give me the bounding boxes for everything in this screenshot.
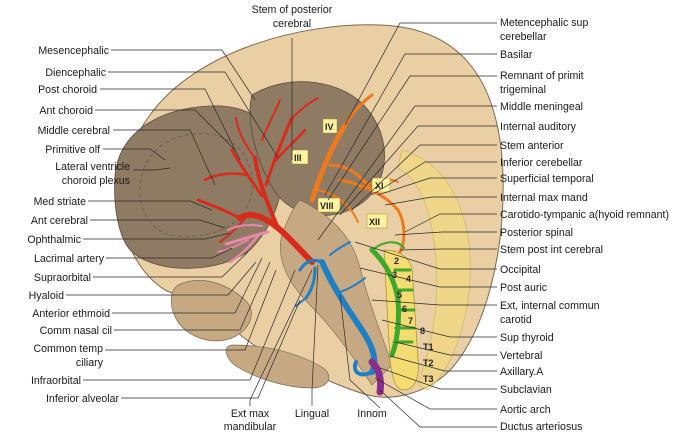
segment-3: 3 (392, 270, 397, 280)
label-basilar: Basilar (500, 49, 533, 61)
label-inferior-cerebellar: Inferior cerebellar (500, 157, 583, 169)
nerve-numeral-iv: IV (325, 122, 334, 132)
label-ophthalmic: Ophthalmic (27, 234, 81, 246)
label-lateral-ventricle-2: choroid plexus (62, 175, 130, 187)
label-posterior-spinal: Posterior spinal (500, 227, 573, 239)
label-common-temp-2: ciliary (76, 357, 104, 369)
label-carotido-tympanic: Carotido-tympanic a(hyoid remnant) (500, 209, 669, 221)
anatomy-illustration (114, 24, 504, 398)
lateral-ventricle-outline (139, 133, 253, 237)
ductus-arteriosus (368, 358, 384, 396)
label-occipital: Occipital (500, 264, 541, 276)
segment-numbers: 2 3 4 5 6 7 8 T1 T2 T3 (392, 256, 434, 384)
bottom-labels: Ext max mandibular Lingual Innom (224, 408, 387, 433)
label-med-striate: Med striate (34, 196, 87, 208)
vertebral-artery-system (369, 241, 416, 358)
nerve-numeral-iii: III (294, 153, 302, 163)
label-lateral-ventricle-1: Lateral ventricle (55, 161, 130, 173)
label-anterior-ethmoid: Anterior ethmoid (32, 308, 110, 320)
segment-t2: T2 (423, 358, 434, 368)
label-ext-max-2: mandibular (224, 421, 277, 433)
internal-carotid-system (196, 97, 319, 265)
label-aortic-arch: Aortic arch (500, 404, 551, 416)
label-internal-auditory: Internal auditory (500, 121, 577, 133)
segment-4: 4 (406, 274, 411, 284)
label-comm-nasal-cil: Comm nasal cil (40, 325, 112, 337)
label-ductus-arteriosus: Ductus arteriosus (500, 421, 582, 433)
label-lacrimal-artery: Lacrimal artery (34, 253, 105, 265)
basilar-system (309, 93, 406, 254)
segment-8: 8 (420, 326, 425, 336)
label-middle-cerebral: Middle cerebral (38, 125, 110, 137)
nerve-numeral-viii: VIII (320, 201, 334, 211)
ophthalmic-branches (217, 224, 270, 264)
label-metencephalic-2: cerebellar (500, 31, 547, 43)
label-stem-anterior: Stem anterior (500, 140, 564, 152)
right-labels: Metencephalic sup cerebellar Basilar Rem… (500, 17, 669, 433)
left-labels: Stem of posterior cerebral Mesencephalic… (27, 4, 332, 405)
vertebral-column-outer (397, 149, 471, 391)
segment-5: 5 (397, 290, 402, 300)
leader-lines (66, 22, 497, 428)
segment-2: 2 (394, 256, 399, 266)
label-lingual: Lingual (295, 408, 329, 420)
label-innom: Innom (357, 408, 387, 420)
cranial-nerve-markers: III IV VIII XI XII (291, 118, 391, 229)
label-primitive-olf: Primitive olf (45, 144, 100, 156)
label-hyaloid: Hyaloid (29, 290, 64, 302)
label-superficial-temporal: Superficial temporal (500, 173, 594, 185)
label-infraorbital: Infraorbital (31, 375, 81, 387)
label-post-auric: Post auric (500, 282, 548, 294)
label-mesencephalic: Mesencephalic (38, 45, 109, 57)
label-supraorbital: Supraorbital (34, 272, 91, 284)
label-axillary: Axillary.A (500, 366, 544, 378)
label-middle-meningeal: Middle meningeal (500, 101, 583, 113)
face-jaws (170, 280, 252, 342)
label-vertebral: Vertebral (500, 350, 542, 362)
label-internal-max-mand: Internal max mand (500, 192, 588, 204)
segment-6: 6 (402, 304, 407, 314)
label-post-choroid: Post choroid (38, 84, 97, 96)
label-inferior-alveolar: Inferior alveolar (46, 393, 119, 405)
label-stem-posterior-cerebral-1: Stem of posterior (252, 4, 333, 16)
label-stem-post-int-cerebral: Stem post int cerebral (500, 244, 603, 256)
label-ant-cerebral: Ant cerebral (31, 215, 88, 227)
label-ext-internal-1: Ext, internal commun (500, 300, 600, 312)
label-ext-internal-2: carotid (500, 314, 532, 326)
label-remnant-1: Remnant of primit (500, 70, 584, 82)
external-carotid-system (295, 241, 378, 377)
label-stem-posterior-cerebral-2: cerebral (273, 18, 311, 30)
label-ext-max-1: Ext max (231, 408, 270, 420)
label-subclavian: Subclavian (500, 384, 552, 396)
nerve-numeral-xii: XII (369, 217, 380, 227)
label-ant-choroid: Ant choroid (39, 105, 93, 117)
segment-t1: T1 (423, 342, 434, 352)
forebrain (114, 105, 284, 269)
label-sup-thyroid: Sup thyroid (500, 332, 554, 344)
label-metencephalic-1: Metencephalic sup (500, 17, 588, 29)
nerve-numeral-xi: XI (375, 181, 384, 191)
segment-7: 7 (408, 316, 413, 326)
segment-t3: T3 (423, 374, 434, 384)
label-common-temp-1: Common temp (34, 343, 104, 355)
label-remnant-2: trigeminal (500, 84, 546, 96)
label-diencephalic: Diencephalic (45, 67, 106, 79)
